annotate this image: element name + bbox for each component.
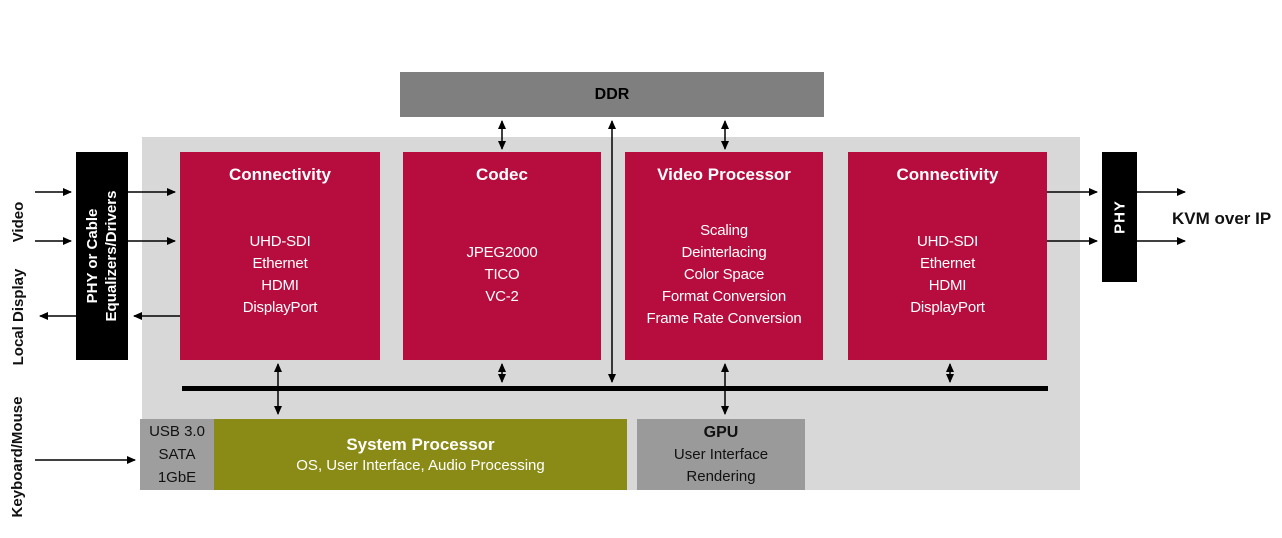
- phy-cable-equalizers-label: PHY or Cable Equalizers/Drivers: [84, 190, 120, 322]
- system-processor-title: System Processor: [346, 435, 495, 454]
- local-display-label: Local Display: [10, 268, 27, 366]
- gpu-line: User Interface: [673, 445, 769, 463]
- phy-label: PHY: [1111, 200, 1128, 234]
- block-item: DisplayPort: [910, 298, 985, 316]
- io-item: USB 3.0: [149, 423, 205, 440]
- io-item: SATA: [158, 446, 196, 463]
- system-processor-block: System Processor OS, User Interface, Aud…: [214, 419, 627, 490]
- block-item: Ethernet: [919, 254, 976, 272]
- block-items: UHD-SDI Ethernet HDMI DisplayPort: [180, 231, 380, 319]
- block-title: Connectivity: [896, 165, 999, 184]
- video-processor-block: Video Processor Scaling Deinterlacing Co…: [625, 152, 823, 360]
- block-item: HDMI: [928, 276, 967, 294]
- block-title: Connectivity: [228, 165, 332, 184]
- block-items: JPEG2000 TICO VC-2: [403, 242, 601, 308]
- block-items: UHD-SDI Ethernet HDMI DisplayPort: [848, 231, 1047, 319]
- block-item: UHD-SDI: [249, 232, 311, 250]
- block-item: Ethernet: [252, 254, 308, 272]
- gpu-block: GPU User Interface Rendering: [637, 419, 805, 490]
- block-item: VC-2: [485, 287, 519, 305]
- block-item: UHD-SDI: [916, 232, 979, 250]
- block-item: DisplayPort: [242, 298, 318, 316]
- kvm-over-ip-label: KVM over IP: [1172, 209, 1272, 228]
- block-item: TICO: [484, 265, 520, 283]
- block-item: Deinterlacing: [681, 243, 767, 261]
- ddr-block: DDR: [400, 72, 824, 117]
- connectivity-left-block: Connectivity UHD-SDI Ethernet HDMI Displ…: [180, 152, 380, 360]
- system-processor-subtitle: OS, User Interface, Audio Processing: [296, 457, 545, 474]
- phy-output-block: PHY: [1102, 152, 1137, 282]
- gpu-title: GPU: [703, 423, 739, 441]
- ddr-label: DDR: [594, 85, 630, 103]
- block-title: Codec: [476, 165, 528, 184]
- io-item: 1GbE: [157, 469, 197, 486]
- block-item: HDMI: [261, 276, 299, 294]
- block-item: Color Space: [683, 265, 765, 283]
- io-interfaces-block: USB 3.0 SATA 1GbE: [140, 419, 214, 490]
- block-item: Scaling: [700, 221, 748, 239]
- system-bus: [182, 386, 1048, 391]
- block-title: Video Processor: [657, 165, 791, 184]
- codec-block: Codec JPEG2000 TICO VC-2: [403, 152, 601, 360]
- block-items: Scaling Deinterlacing Color Space Format…: [625, 220, 823, 330]
- block-item: Frame Rate Conversion: [646, 309, 802, 327]
- phy-cable-equalizers-block: PHY or Cable Equalizers/Drivers: [76, 152, 128, 360]
- block-item: JPEG2000: [466, 243, 538, 261]
- connectivity-right-block: Connectivity UHD-SDI Ethernet HDMI Displ…: [848, 152, 1047, 360]
- block-item: Format Conversion: [661, 287, 787, 305]
- keyboard-mouse-label: Keyboard/Mouse: [9, 396, 26, 518]
- gpu-line: Rendering: [686, 467, 756, 485]
